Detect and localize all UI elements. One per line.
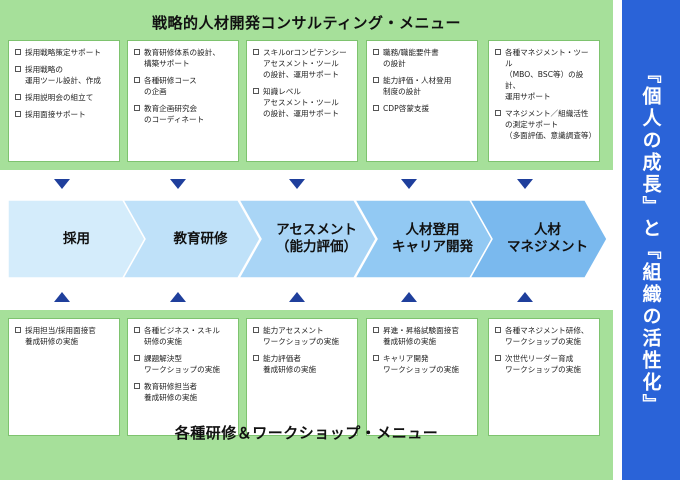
arrow-up-icon — [170, 292, 186, 302]
bottom-box-5: 各種マネジメント研修、 ワークショップの実施次世代リーダー育成 ワークショップの… — [488, 318, 600, 436]
top-item: 採用戦略策定サポート — [15, 47, 113, 58]
arrow-down-icon — [517, 179, 533, 189]
arrow-down-icon — [170, 179, 186, 189]
top-box-2: 教育研修体系の設計、 構築サポート各種研修コース の企画教育企画研究会 のコーデ… — [127, 40, 239, 162]
bottom-panel-title: 各種研修＆ワークショップ・メニュー — [174, 424, 439, 442]
arrow-up-icon — [517, 292, 533, 302]
flow-step-label: 教育研修 — [173, 230, 228, 247]
arrow-down-icon — [54, 179, 70, 189]
top-item: 採用面接サポート — [15, 109, 113, 120]
top-item: 教育研修体系の設計、 構築サポート — [134, 47, 232, 69]
top-item: 知識レベル アセスメント・ツール の設計、運用サポート — [253, 86, 351, 119]
top-item: マネジメント／組織活性 の測定サポート （多面評価、意識調査等） — [495, 108, 596, 141]
bottom-item: 各種マネジメント研修、 ワークショップの実施 — [495, 325, 593, 347]
side-banner-text: 『個人の成長』と『組織の活性化』 — [639, 64, 662, 416]
arrow-up-icon — [401, 292, 417, 302]
top-consulting-panel: 戦略的人材開発コンサルティング・メニュー 採用戦略策定サポート採用戦略の 運用ツ… — [0, 0, 613, 170]
bottom-workshop-panel: 採用担当/採用面接官 養成研修の実施各種ビジネス・スキル 研修の実施課題解決型 … — [0, 310, 613, 480]
flow-step-chevron — [354, 200, 493, 278]
top-box-4: 職務/職能要件書 の設計能力評価・人材登用 制度の設計 CDP啓蒙支援 — [366, 40, 478, 162]
arrow-down-icon — [289, 179, 305, 189]
bottom-box-1: 採用担当/採用面接官 養成研修の実施 — [8, 318, 120, 436]
bottom-item: キャリア開発 ワークショップの実施 — [373, 353, 471, 375]
flow-chevrons — [7, 200, 608, 278]
bottom-item: 能力評価者 養成研修の実施 — [253, 353, 351, 375]
bottom-box-2: 各種ビジネス・スキル 研修の実施課題解決型 ワークショップの実施教育研修担当者 … — [127, 318, 239, 436]
top-item: 各種マネジメント・ツール （MBO、BSC等）の設計、 運用サポート — [495, 47, 593, 102]
top-box-5: 各種マネジメント・ツール （MBO、BSC等）の設計、 運用サポートマネジメント… — [488, 40, 600, 162]
top-item: 職務/職能要件書 の設計 — [373, 47, 471, 69]
bottom-item: 能力アセスメント ワークショップの実施 — [253, 325, 351, 347]
top-box-1: 採用戦略策定サポート採用戦略の 運用ツール設計、作成採用説明会の組立て採用面接サ… — [8, 40, 120, 162]
flow-step-chevron — [469, 200, 608, 278]
flow-step-label: アセスメント （能力評価） — [276, 222, 357, 255]
bottom-item: 採用担当/採用面接官 養成研修の実施 — [15, 325, 113, 347]
flow-step-label: 人材 マネジメント — [507, 222, 588, 255]
flow-step-chevron — [122, 200, 261, 278]
top-item: スキルorコンピテンシー アセスメント・ツール の設計、運用サポート — [253, 47, 351, 80]
arrow-up-icon — [289, 292, 305, 302]
bottom-item: 課題解決型 ワークショップの実施 — [134, 353, 232, 375]
bottom-item: 昇進・昇格試験面接官 養成研修の実施 — [373, 325, 471, 347]
top-item: CDP啓蒙支援 — [373, 103, 471, 114]
top-item: 能力評価・人材登用 制度の設計 — [373, 75, 471, 97]
top-box-3: スキルorコンピテンシー アセスメント・ツール の設計、運用サポート知識レベル … — [246, 40, 358, 162]
top-item: 教育企画研究会 のコーディネート — [134, 103, 232, 125]
bottom-box-4: 昇進・昇格試験面接官 養成研修の実施キャリア開発 ワークショップの実施 — [366, 318, 478, 436]
arrow-up-icon — [54, 292, 70, 302]
top-item: 各種研修コース の企画 — [134, 75, 232, 97]
bottom-item: 教育研修担当者 養成研修の実施 — [134, 381, 232, 403]
arrow-down-icon — [401, 179, 417, 189]
bottom-item: 次世代リーダー育成 ワークショップの実施 — [495, 353, 593, 375]
flow-step-label: 人材登用 キャリア開発 — [392, 222, 473, 255]
bottom-box-3: 能力アセスメント ワークショップの実施能力評価者 養成研修の実施 — [246, 318, 358, 436]
flow-step-chevron — [238, 200, 377, 278]
flow-step-label: 採用 — [63, 230, 90, 247]
top-item: 採用説明会の組立て — [15, 92, 113, 103]
side-banner: 『個人の成長』と『組織の活性化』 — [622, 0, 680, 480]
bottom-item: 各種ビジネス・スキル 研修の実施 — [134, 325, 232, 347]
top-panel-title: 戦略的人材開発コンサルティング・メニュー — [151, 14, 462, 32]
top-item: 採用戦略の 運用ツール設計、作成 — [15, 64, 113, 86]
